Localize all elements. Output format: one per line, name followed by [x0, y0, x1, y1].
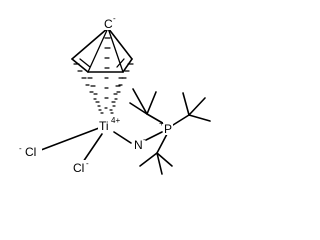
cyclopentadienyl-ring	[71, 27, 133, 73]
chloride-left-symbol: Cl	[25, 145, 36, 159]
cp-bond-right	[122, 58, 133, 73]
chloride-bottom-charge: -	[86, 159, 89, 168]
phosphorus-atom-label: P +	[159, 119, 173, 136]
cp-bond-left	[71, 58, 89, 73]
cp-bond-apex-rear-right	[107, 27, 124, 73]
cp-carbon-charge: -	[113, 14, 116, 23]
tbu1-methyl-1	[129, 102, 148, 115]
bond-ti-n	[113, 131, 132, 144]
hashed-bond-right	[110, 63, 134, 114]
bond-n-p	[145, 131, 163, 141]
bond-p-tbu1	[146, 113, 167, 126]
nitrogen-atom-label: N -	[133, 135, 146, 152]
chloride-left-label: - Cl	[19, 144, 42, 159]
phosphorus-charge: +	[159, 119, 164, 128]
cp-bond-top-left	[71, 27, 109, 60]
cp-double-bond-right	[116, 58, 125, 68]
cp-carbon-symbol: C	[104, 17, 113, 31]
titanium-atom-label: Ti 4+	[98, 116, 120, 133]
molecule-structure-diagram: C -	[19, 14, 211, 175]
tert-butyl-upper	[129, 88, 167, 126]
tbu2-methyl-1	[182, 92, 190, 116]
tbu2-methyl-2	[188, 97, 206, 116]
tbu2-methyl-3	[188, 114, 211, 122]
cp-bond-apex-rear-left	[87, 27, 109, 73]
tert-butyl-right	[172, 92, 211, 126]
bond-ti-cl-left	[40, 127, 100, 151]
phosphorus-symbol: P	[164, 122, 172, 136]
bond-p-tbu2	[172, 114, 190, 126]
cp-anion-carbon-label: C -	[102, 14, 116, 31]
chloride-bottom-label: Cl -	[73, 159, 89, 175]
cp-bond-top-right	[107, 27, 133, 60]
hashed-bond-rear-left	[87, 77, 102, 111]
tert-butyl-lower	[139, 133, 173, 175]
chloride-bottom-symbol: Cl	[73, 161, 84, 175]
tbu1-methyl-3	[146, 91, 157, 115]
hashed-bond-rear-right	[109, 77, 124, 111]
titanium-symbol: Ti	[99, 119, 109, 133]
ring-to-titanium-hashed-bonds	[73, 37, 134, 114]
cp-double-bond-left	[79, 58, 91, 68]
hashed-bond-apex	[104, 37, 111, 109]
chloride-left-charge: -	[19, 144, 22, 153]
tbu3-methyl-3	[156, 152, 163, 175]
hashed-bond-left	[73, 63, 104, 114]
tbu3-methyl-1	[139, 152, 158, 167]
nitrogen-symbol: N	[134, 138, 143, 152]
tbu3-methyl-2	[156, 152, 173, 167]
titanium-charge: 4+	[111, 116, 120, 125]
tbu1-methyl-2	[132, 88, 148, 115]
bond-p-tbu3	[156, 133, 168, 154]
bond-ti-cl-bottom	[82, 133, 103, 163]
nitrogen-charge: -	[143, 135, 146, 144]
